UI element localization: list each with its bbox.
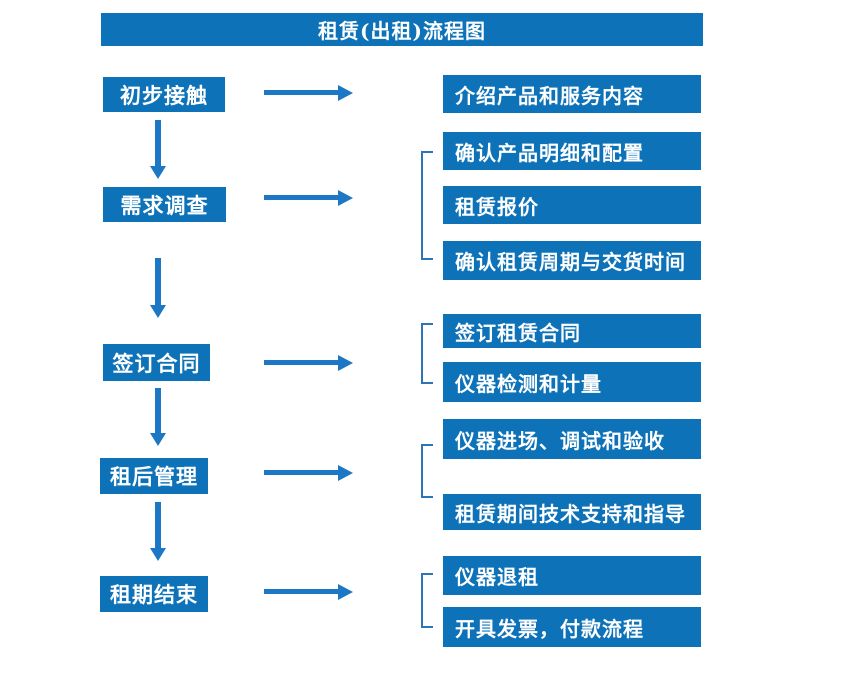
bracket-group-demand-survey: [421, 151, 433, 260]
detail-box-confirm-rental-period: 确认租赁周期与交货时间: [443, 241, 701, 280]
stage-box-initial-contact: 初步接触: [103, 77, 225, 112]
detail-box-introduce-products: 介绍产品和服务内容: [443, 75, 701, 113]
detail-box-instrument-setup: 仪器进场、调试和验收: [443, 419, 701, 459]
arrow-right-icon-1: [264, 90, 338, 95]
detail-box-invoice-payment: 开具发票，付款流程: [443, 607, 701, 647]
stage-box-rental-end: 租期结束: [100, 576, 208, 612]
detail-box-sign-rental-contract: 签订租赁合同: [443, 314, 701, 348]
detail-box-confirm-product-details: 确认产品明细和配置: [443, 132, 701, 170]
arrow-down-icon-2: [155, 258, 161, 305]
bracket-group-sign-contract: [421, 323, 433, 384]
flowchart-title: 租赁(出租)流程图: [101, 13, 703, 46]
arrow-right-icon-4: [264, 470, 338, 475]
detail-box-rental-quote: 租赁报价: [443, 186, 701, 224]
bracket-group-rental-end: [421, 573, 433, 628]
arrow-down-icon-1: [155, 120, 161, 166]
arrow-down-icon-4: [155, 502, 161, 548]
stage-box-sign-contract: 签订合同: [103, 344, 210, 381]
arrow-right-icon-5: [264, 589, 338, 594]
detail-box-instrument-return: 仪器退租: [443, 556, 701, 595]
arrow-down-icon-3: [155, 388, 161, 433]
stage-box-post-rental-management: 租后管理: [100, 458, 208, 494]
stage-box-demand-survey: 需求调查: [103, 187, 226, 222]
bracket-group-post-rental: [421, 444, 433, 498]
arrow-right-icon-2: [264, 195, 338, 200]
arrow-right-icon-3: [264, 360, 338, 365]
detail-box-instrument-testing: 仪器检测和计量: [443, 362, 701, 402]
detail-box-tech-support: 租赁期间技术支持和指导: [443, 494, 701, 530]
